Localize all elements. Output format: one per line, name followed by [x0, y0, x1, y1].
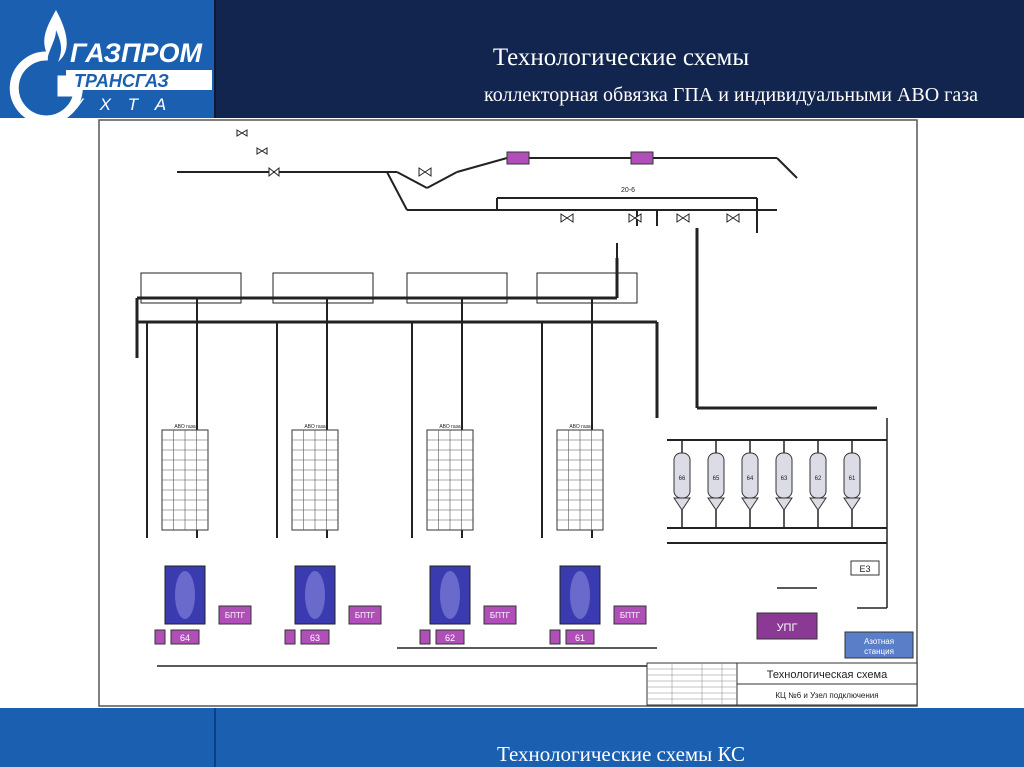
title-stamp: Технологическая схема КЦ №6 и Узел подкл…: [646, 662, 918, 706]
header-bar: ГАЗПРОМ ТРАНСГАЗ У Х Т А Технологические…: [0, 0, 1024, 125]
logo-line1: ГАЗПРОМ: [70, 38, 202, 68]
avo-label: АВО газа: [174, 424, 196, 430]
separator-label: 64: [747, 476, 754, 482]
bptg-label: БПТГ: [620, 611, 641, 620]
separator-61: 61: [843, 440, 861, 528]
avo-label: АВО газа: [439, 424, 461, 430]
bptg-64: [218, 605, 252, 625]
separator-label: 63: [781, 476, 788, 482]
heater-1: [506, 151, 530, 165]
bptg-61: [613, 605, 647, 625]
e3-box: [850, 560, 880, 576]
top-gas-lines: [177, 157, 798, 268]
upg-label: УПГ: [777, 622, 798, 634]
separator-label: 62: [815, 476, 822, 482]
company-logo: ГАЗПРОМ ТРАНСГАЗ У Х Т А: [0, 0, 216, 125]
collector-lines: [135, 228, 877, 418]
nitrogen-line2: станция: [864, 647, 894, 656]
separator-66: 66: [673, 440, 691, 528]
nitrogen-line1: Азотная: [864, 637, 894, 646]
heater-2: [630, 151, 654, 165]
avo-label: АВО газа: [304, 424, 326, 430]
unit-label: 61: [575, 633, 585, 643]
upg-unit: [756, 612, 818, 640]
bptg-62: [483, 605, 517, 625]
page-title: Технологические схемы: [492, 44, 750, 71]
bptg-label: БПТГ: [355, 611, 376, 620]
separator-65: 65: [707, 440, 725, 528]
footer-bar: Технологические схемы КС: [0, 708, 1024, 767]
bptg-63: [348, 605, 382, 625]
separator-63: 63: [775, 440, 793, 528]
separator-label: 65: [713, 476, 720, 482]
logo-line2: ТРАНСГАЗ: [74, 71, 169, 91]
e3-label: Е3: [859, 564, 870, 574]
stamp-subtitle: КЦ №6 и Узел подключения: [775, 691, 878, 700]
avo-label: АВО газа: [569, 424, 591, 430]
avo-grid-64: [161, 429, 209, 531]
separator-62: 62: [809, 440, 827, 528]
avo-grid-61: [556, 429, 604, 531]
gazprom-logo-icon: ГАЗПРОМ ТРАНСГАЗ У Х Т А: [9, 10, 212, 125]
nitrogen-station: [844, 631, 914, 659]
bptg-label: БПТГ: [225, 611, 246, 620]
stamp-title: Технологическая схема: [767, 669, 888, 681]
gpa-unit-64: АВО газа 64 БПТГ: [146, 298, 252, 645]
avo-grid-62: [426, 429, 474, 531]
unit-label: 63: [310, 633, 320, 643]
gpa-unit-61: АВО газа 61 БПТГ: [541, 298, 647, 645]
separator-label: 66: [679, 476, 686, 482]
footer-left-panel: [0, 708, 216, 767]
separator-label: 61: [849, 476, 856, 482]
gpa-unit-63: АВО газа 63 БПТГ: [276, 298, 382, 645]
unit-label: 64: [180, 633, 190, 643]
logo-line3: У Х Т А: [71, 95, 172, 114]
unit-label: 62: [445, 633, 455, 643]
footer-title: Технологические схемы КС: [496, 742, 746, 766]
separators-block: 66 65 64 63 62 61: [667, 439, 887, 544]
page-subtitle: коллекторная обвязка ГПА и индивидуальны…: [484, 84, 978, 106]
avo-grid-63: [291, 429, 339, 531]
bptg-label: БПТГ: [490, 611, 511, 620]
gpa-unit-62: АВО газа 62 БПТГ: [411, 298, 517, 645]
separator-64: 64: [741, 440, 759, 528]
valve-label: 20-6: [621, 187, 635, 194]
